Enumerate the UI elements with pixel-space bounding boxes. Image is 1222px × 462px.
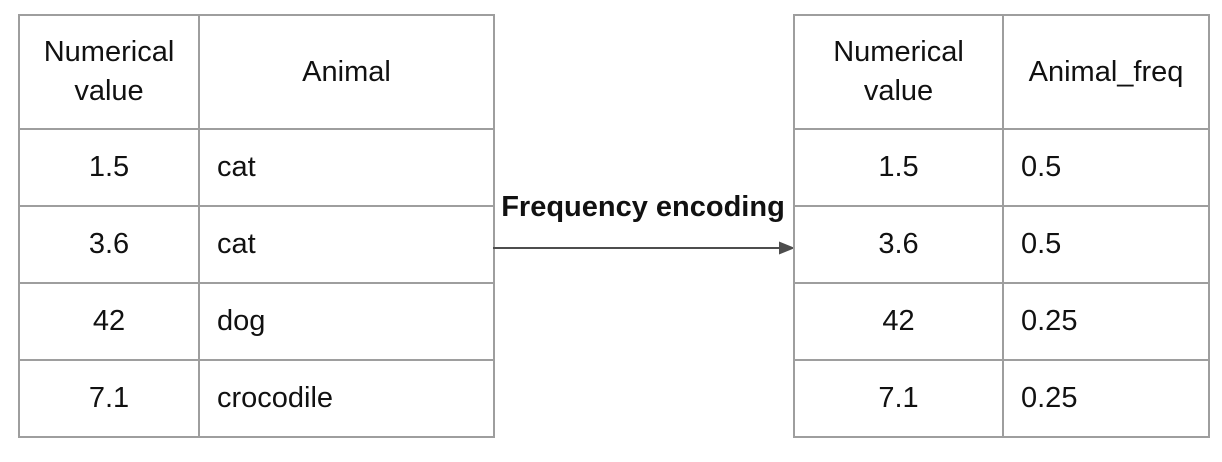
animal-cell: cat (198, 205, 495, 284)
animal-freq-cell: 0.5 (1002, 128, 1210, 207)
table-row: 1.5 0.5 (793, 128, 1210, 207)
numerical-value-cell: 7.1 (18, 359, 200, 438)
table-row: 3.6 0.5 (793, 205, 1210, 284)
transform-annotation: Frequency encoding (493, 188, 795, 260)
numerical-value-cell: 7.1 (793, 359, 1004, 438)
animal-cell: crocodile (198, 359, 495, 438)
numerical-value-cell: 3.6 (18, 205, 200, 284)
encoded-table: Numerical value Animal_freq 1.5 0.5 3.6 … (793, 14, 1210, 438)
column-header-numerical-value: Numerical value (793, 14, 1004, 130)
numerical-value-cell: 42 (793, 282, 1004, 361)
numerical-value-cell: 3.6 (793, 205, 1004, 284)
column-header-numerical-value: Numerical value (18, 14, 200, 130)
numerical-value-cell: 1.5 (793, 128, 1004, 207)
table-row: 42 dog (18, 282, 495, 361)
table-row: 1.5 cat (18, 128, 495, 207)
numerical-value-cell: 42 (18, 282, 200, 361)
animal-cell: dog (198, 282, 495, 361)
table-row: 7.1 crocodile (18, 359, 495, 438)
transform-label: Frequency encoding (501, 191, 785, 223)
table-row: 7.1 0.25 (793, 359, 1210, 438)
animal-freq-cell: 0.25 (1002, 359, 1210, 438)
column-header-animal-freq: Animal_freq (1002, 14, 1210, 130)
table-row: 3.6 cat (18, 205, 495, 284)
animal-freq-cell: 0.25 (1002, 282, 1210, 361)
original-table: Numerical value Animal 1.5 cat 3.6 cat 4… (18, 14, 495, 438)
numerical-value-cell: 1.5 (18, 128, 200, 207)
original-table-header-row: Numerical value Animal (18, 14, 495, 130)
animal-freq-cell: 0.5 (1002, 205, 1210, 284)
table-row: 42 0.25 (793, 282, 1210, 361)
right-arrow-icon (493, 241, 795, 255)
animal-cell: cat (198, 128, 495, 207)
column-header-animal: Animal (198, 14, 495, 130)
encoded-table-header-row: Numerical value Animal_freq (793, 14, 1210, 130)
